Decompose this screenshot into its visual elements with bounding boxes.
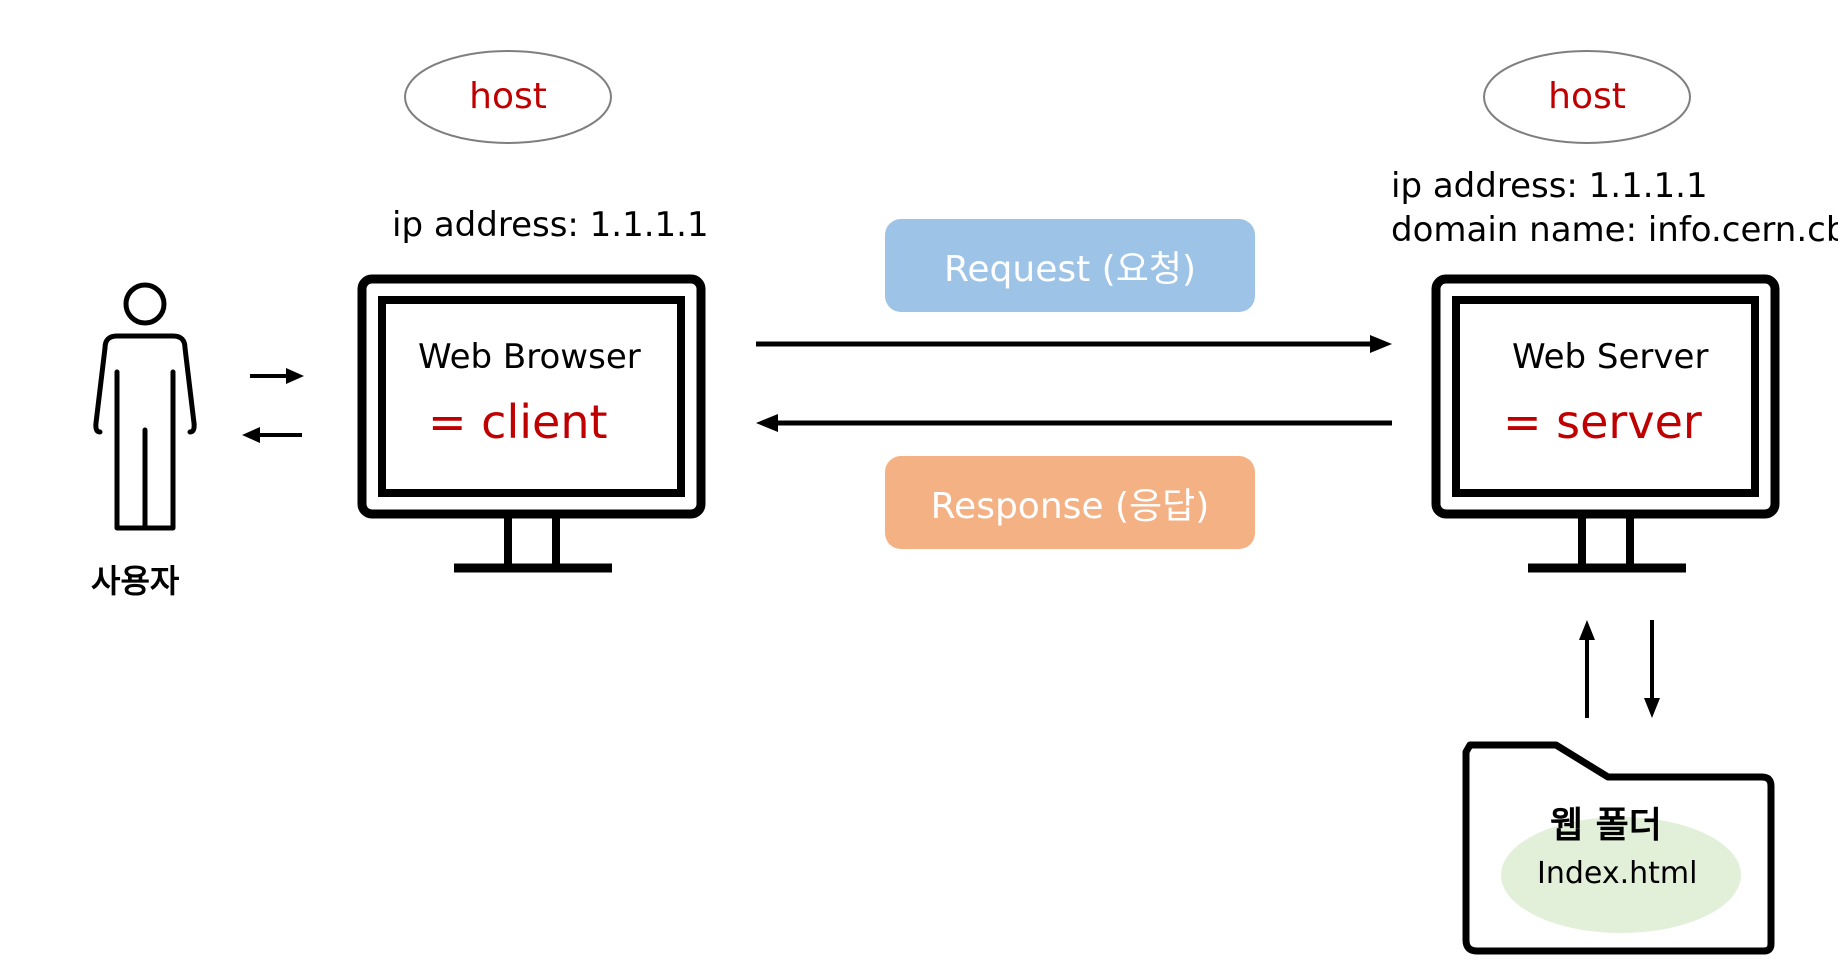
client-role: = client bbox=[428, 395, 608, 449]
client-host-ellipse bbox=[404, 50, 612, 144]
server-ip-address: ip address: 1.1.1.1 bbox=[1391, 166, 1708, 206]
server-host-badge: host bbox=[1548, 76, 1626, 117]
web-folder-label: 웹 폴더 bbox=[1550, 805, 1662, 846]
response-label: Response (응답) bbox=[885, 456, 1255, 549]
user-to-browser-arrow bbox=[250, 368, 304, 384]
index-file-label: Index.html bbox=[1537, 856, 1698, 891]
client-title: Web Browser bbox=[418, 337, 641, 377]
request-arrow bbox=[756, 335, 1392, 353]
user-label: 사용자 bbox=[91, 562, 180, 600]
server-monitor-icon bbox=[1431, 274, 1780, 573]
server-to-folder-arrow bbox=[1644, 620, 1660, 718]
client-host-badge: host bbox=[469, 76, 547, 117]
server-domain-name: domain name: info.cern.cb bbox=[1391, 210, 1838, 250]
index-file-highlight bbox=[1501, 817, 1741, 933]
request-label: Request (요청) bbox=[885, 219, 1255, 312]
response-arrow bbox=[756, 414, 1392, 432]
client-monitor-icon bbox=[357, 274, 706, 573]
browser-to-user-arrow bbox=[242, 427, 302, 443]
person-outline-icon bbox=[93, 282, 197, 531]
client-ip-address: ip address: 1.1.1.1 bbox=[392, 205, 709, 245]
folder-to-server-arrow bbox=[1579, 620, 1595, 718]
server-title: Web Server bbox=[1512, 337, 1709, 377]
server-host-ellipse bbox=[1483, 50, 1691, 144]
server-role: = server bbox=[1503, 395, 1702, 449]
